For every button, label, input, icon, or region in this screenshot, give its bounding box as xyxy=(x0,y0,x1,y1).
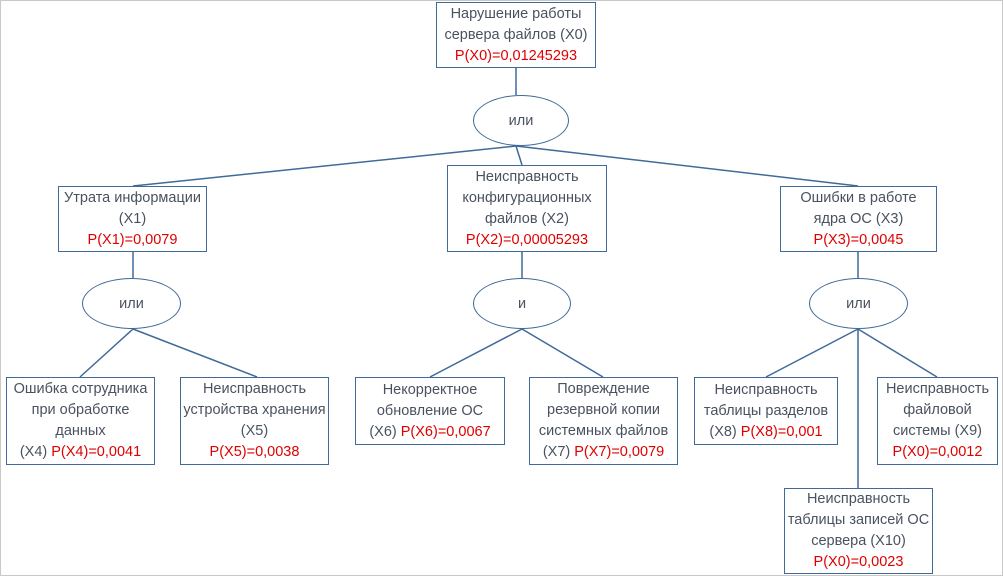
node-x5-probability: P(X5)=0,0038 xyxy=(209,444,300,460)
node-x4-probability: P(X4)=0,0041 xyxy=(51,444,142,460)
node-x9-label: Неисправность файловой системы (X9) xyxy=(885,381,990,439)
gate-top-or: или xyxy=(473,95,569,146)
node-x8-probability: P(X8)=0,001 xyxy=(740,423,823,440)
node-x3-label: Ошибки в работе ядра ОС (X3) xyxy=(800,189,917,227)
node-x9-probability: P(X0)=0,0012 xyxy=(892,444,983,460)
node-x2: Неисправность конфигурационных файлов (X… xyxy=(447,165,607,252)
node-x1-probability: P(X1)=0,0079 xyxy=(87,231,178,248)
node-x9: Неисправность файловой системы (X9) P(X0… xyxy=(877,377,998,465)
edge-gate1-x4 xyxy=(79,328,134,378)
node-x8-label: Неисправность таблицы разделов xyxy=(703,381,829,419)
node-x10-label: Неисправность таблицы записей ОС сервера… xyxy=(787,491,930,549)
gate-x2-and: и xyxy=(473,278,571,329)
node-x4: Ошибка сотрудника при обработке данных (… xyxy=(6,377,155,465)
node-x4-id: (X4) xyxy=(19,444,48,460)
node-x8: Неисправность таблицы разделов (X8) P(X8… xyxy=(694,377,838,445)
node-x4-label: Ошибка сотрудника при обработке данных xyxy=(13,381,148,439)
node-x7-probability: P(X7)=0,0079 xyxy=(574,444,665,460)
edge-gate-x1 xyxy=(132,145,517,187)
node-x2-probability: P(X2)=0,00005293 xyxy=(465,231,589,248)
node-x7-id: (X7) xyxy=(542,444,571,460)
node-x6-id: (X6) xyxy=(369,423,397,440)
edge-gate3-x9 xyxy=(857,328,938,378)
node-x3: Ошибки в работе ядра ОС (X3) P(X3)=0,004… xyxy=(780,186,937,252)
edge-gate2-x6 xyxy=(429,328,523,378)
edge-gate3-x8 xyxy=(765,328,859,378)
gate-x1-or: или xyxy=(82,278,181,329)
edge-gate-x2 xyxy=(515,145,523,166)
node-x0: Нарушение работы сервера файлов (X0) P(X… xyxy=(436,2,596,68)
node-x8-id: (X8) xyxy=(709,423,737,440)
node-x5-label: Неисправность устройства хранения (X5) xyxy=(183,381,326,439)
node-x1-label: Утрата информации (X1) xyxy=(64,189,201,227)
edge-gate2-x7 xyxy=(521,328,604,378)
node-x6-probability: P(X6)=0,0067 xyxy=(400,423,491,440)
node-x6: Некорректное обновление ОС (X6) P(X6)=0,… xyxy=(355,377,505,445)
node-x0-probability: P(X0)=0,01245293 xyxy=(454,47,578,64)
gate-x3-or: или xyxy=(809,278,908,329)
node-x6-label: Некорректное обновление ОС xyxy=(376,381,484,419)
node-x2-label: Неисправность конфигурационных файлов (X… xyxy=(462,168,592,227)
node-x5: Неисправность устройства хранения (X5) P… xyxy=(180,377,329,465)
node-x7: Повреждение резервной копии системных фа… xyxy=(529,377,678,465)
node-x10-probability: P(X0)=0,0023 xyxy=(813,554,904,570)
edge-gate-x3 xyxy=(515,145,859,187)
node-x10: Неисправность таблицы записей ОС сервера… xyxy=(784,488,933,574)
node-x1: Утрата информации (X1) P(X1)=0,0079 xyxy=(58,186,207,252)
node-x3-probability: P(X3)=0,0045 xyxy=(813,231,904,248)
node-x0-label: Нарушение работы сервера файлов (X0) xyxy=(444,5,588,43)
edge-gate1-x5 xyxy=(132,328,258,378)
node-x7-label: Повреждение резервной копии системных фа… xyxy=(538,381,669,439)
